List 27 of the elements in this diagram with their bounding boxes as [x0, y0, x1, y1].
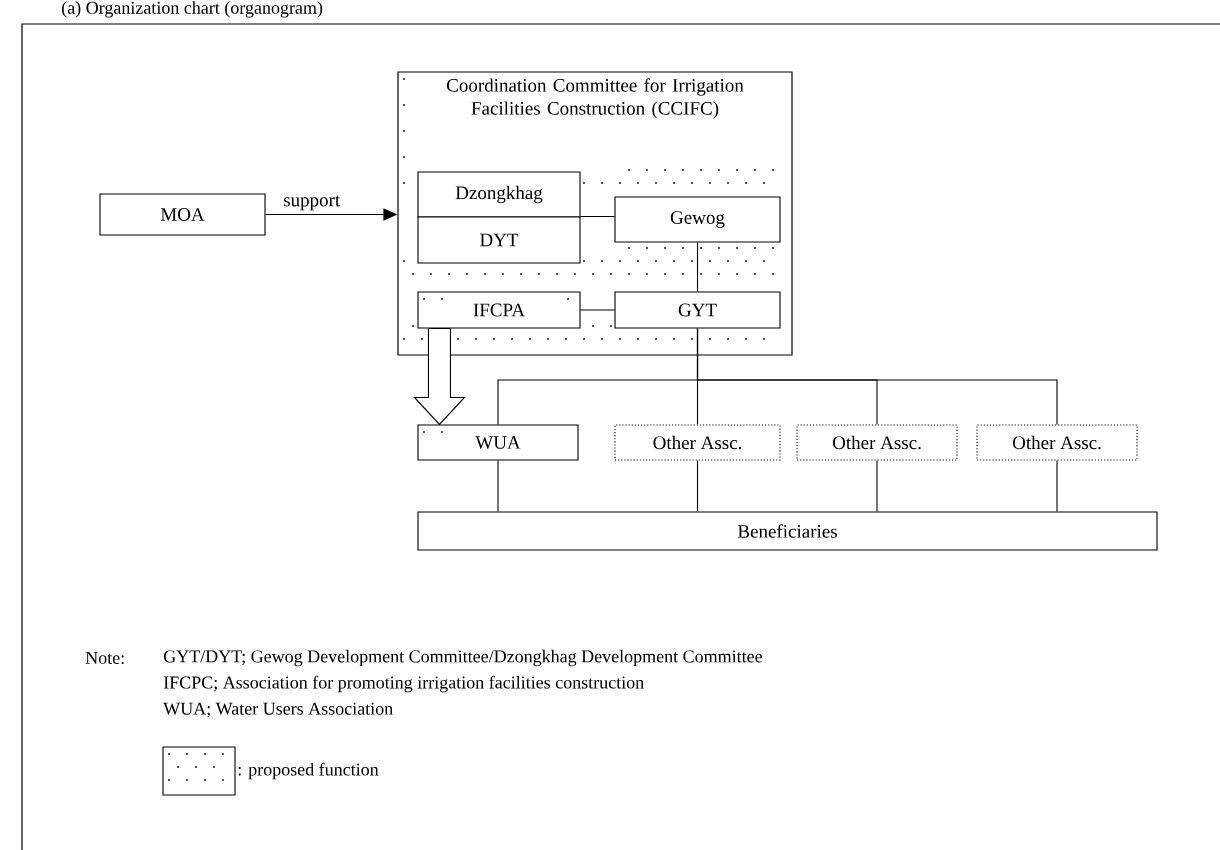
- org-box: Beneficiaries: [417, 511, 1158, 551]
- org-box: GYT: [614, 291, 781, 329]
- connector-line: [580, 309, 615, 311]
- block-arrow: [413, 328, 466, 426]
- proposed-box: IFCPA: [417, 291, 581, 329]
- note-text: WUA; Water Users Association: [163, 702, 393, 718]
- org-box: MOA: [99, 193, 266, 236]
- edge-label: support: [284, 195, 341, 211]
- note-text: GYT/DYT; Gewog Development Committee/Dzongkhag Development Committee: [163, 649, 762, 667]
- connector-line: [696, 460, 699, 512]
- note-text: IFCPC; Association for promoting irrigation facilities construction: [163, 675, 644, 693]
- note-text: Note:: [85, 651, 124, 664]
- org-box: DYT: [417, 216, 581, 264]
- association-box: Other Assc.: [614, 424, 781, 461]
- association-box: Other Assc.: [976, 424, 1138, 461]
- connector-line: [580, 215, 615, 217]
- org-box: Dzongkhag: [417, 171, 581, 218]
- connector-line: [1056, 460, 1058, 512]
- title: (a) Organization chart (organogram): [62, 1, 323, 18]
- connector-line: [696, 242, 699, 292]
- connector-line: [497, 460, 499, 512]
- association-box: Other Assc.: [796, 424, 958, 461]
- connector-line: [696, 328, 1058, 425]
- legend-text: : proposed function: [238, 762, 379, 780]
- proposed-box: WUA: [417, 424, 579, 461]
- org-box: Gewog: [614, 196, 781, 243]
- connector-line: [876, 460, 878, 512]
